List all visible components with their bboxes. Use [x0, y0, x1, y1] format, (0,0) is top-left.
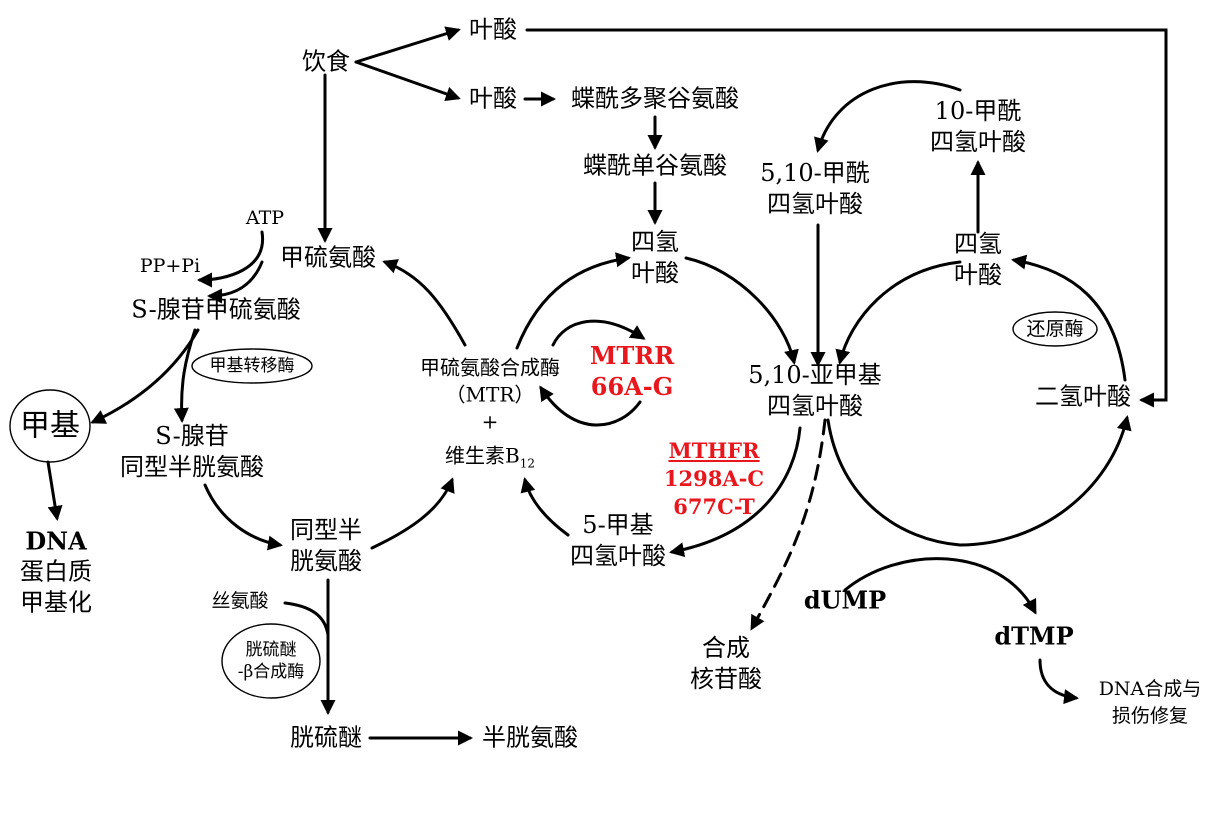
- arrow-diet-folate-top: [354, 26, 461, 64]
- node-dna-left: DNA 蛋白质 甲基化: [20, 526, 92, 619]
- node-dna-left-line2: 蛋白质: [20, 557, 92, 586]
- node-formyl-10-line1: 10-甲酰: [934, 97, 1022, 125]
- node-mtrr-line2: 66A-G: [590, 372, 674, 401]
- node-dna-repair-line2: 损伤修复: [1111, 705, 1188, 727]
- node-folate-mid: 叶酸: [469, 84, 517, 113]
- mt-ellipse: [191, 348, 313, 384]
- arrow-dtmp-dna: [1038, 658, 1079, 705]
- node-pppi: PP+Pi: [139, 255, 201, 277]
- node-formyl-10-line2: 四氢叶酸: [930, 128, 1026, 156]
- node-sah-line2: 同型半胱氨酸: [120, 453, 264, 481]
- node-hcy: 同型半 胱氨酸: [290, 515, 362, 577]
- node-pteroylpoly: 蝶酰多聚谷氨酸: [571, 84, 739, 113]
- arrow-mtr-met: [382, 259, 467, 347]
- node-reductase: 还原酶: [1026, 318, 1084, 340]
- node-mtr-line2: （MTR）: [445, 382, 535, 407]
- node-methylene: 5,10-亚甲基 四氢叶酸: [748, 360, 882, 422]
- node-nucleotide-line1: 合成: [702, 634, 750, 662]
- node-dna-left-line1: DNA: [25, 526, 87, 556]
- node-vitb12: 维生素B12: [445, 441, 535, 480]
- node-mthfr: MTHFR 1298A-C 677C-T: [664, 437, 764, 521]
- node-atp: ATP: [245, 207, 285, 229]
- arrow-sam-sah: [173, 328, 197, 423]
- arrow-dhf-to-thf: [1011, 254, 1127, 382]
- node-methyl-thf-line2: 四氢叶酸: [570, 542, 666, 570]
- node-sah: S-腺苷 同型半胱氨酸: [120, 421, 264, 483]
- arrow-methylthf-vitb12: [520, 477, 570, 537]
- node-pteroylmono: 蝶酰单谷氨酸: [583, 151, 727, 180]
- node-formyl-510-line2: 四氢叶酸: [766, 190, 863, 218]
- node-thf-left-line2: 叶酸: [631, 259, 679, 287]
- node-methylene-line1: 5,10-亚甲基: [748, 361, 882, 389]
- arrow-methylene-to-dhf: [826, 415, 1132, 547]
- arrow-mtrr-loop-b: [539, 385, 642, 427]
- arrow-formyl10-formyl510: [814, 80, 962, 153]
- node-mthfr-line2: 677C-T: [673, 494, 755, 519]
- node-met: 甲硫氨酸: [280, 243, 376, 272]
- node-thf-right: 四氢 叶酸: [954, 229, 1002, 291]
- arrow-atp-sam: [197, 230, 264, 288]
- node-hcy-line2: 胱氨酸: [290, 547, 362, 575]
- arrow-thf-to-methylene-right: [835, 260, 962, 365]
- node-cbs-line1: 胱硫醚: [245, 640, 297, 660]
- node-methyl-thf: 5-甲基 四氢叶酸: [570, 510, 666, 572]
- node-mtrr: MTRR 66A-G: [590, 340, 674, 402]
- arrow-serine: [283, 601, 330, 637]
- node-methyl-thf-line1: 5-甲基: [582, 511, 654, 539]
- arrow-mtrr-loop-a: [551, 319, 646, 347]
- node-hcy-line1: 同型半: [290, 516, 362, 544]
- node-mtr: 甲硫氨酸合成酶 （MTR） +: [420, 355, 560, 436]
- arrow-methyl-dna: [46, 460, 63, 521]
- node-formyl-510-line1: 5,10-甲酰: [760, 159, 870, 187]
- arrow-pppi: [207, 260, 264, 304]
- node-formyl-10: 10-甲酰 四氢叶酸: [930, 96, 1026, 158]
- node-formyl-510: 5,10-甲酰 四氢叶酸: [760, 158, 870, 220]
- node-mthfr-line1: 1298A-C: [663, 466, 765, 491]
- node-dtmp: dTMP: [994, 621, 1074, 651]
- arrow-mtr-to-thf: [515, 252, 631, 350]
- node-dump: dUMP: [803, 585, 887, 615]
- node-cysteine: 半胱氨酸: [482, 723, 578, 752]
- node-vitb12-text: 维生素B: [445, 443, 520, 468]
- node-mt: 甲基转移酶: [209, 356, 295, 376]
- cbs-ellipse: [221, 623, 321, 699]
- arrow-methylene-to-methylthf: [669, 426, 802, 558]
- node-sah-line1: S-腺苷: [155, 422, 229, 450]
- node-thf-left-line1: 四氢: [631, 228, 679, 256]
- node-cystathionine: 胱硫醚: [290, 723, 362, 752]
- node-methylene-line2: 四氢叶酸: [766, 392, 863, 420]
- node-vitb12-sub: 12: [519, 456, 535, 471]
- node-serine: 丝氨酸: [211, 590, 269, 612]
- methyl-node-circle: [9, 389, 91, 463]
- arrow-diet-folate-mid: [354, 60, 461, 102]
- node-thf-right-line2: 叶酸: [954, 261, 1002, 289]
- node-thf-left: 四氢 叶酸: [631, 227, 679, 289]
- node-dna-repair-line1: DNA合成与: [1098, 678, 1202, 700]
- node-dna-left-line3: 甲基化: [20, 588, 92, 617]
- arrow-dump-dtmp: [843, 557, 1037, 615]
- node-mtr-line3: +: [481, 409, 499, 434]
- reductase-ellipse: [1012, 311, 1098, 347]
- node-mtr-line1: 甲硫氨酸合成酶: [420, 355, 560, 380]
- node-cbs: 胱硫醚 -β合成酶: [238, 639, 305, 683]
- node-diet: 饮食: [302, 47, 350, 76]
- node-folate-top: 叶酸: [469, 15, 517, 44]
- node-mtrr-line1: MTRR: [589, 341, 675, 370]
- node-sam: S-腺苷甲硫氨酸: [131, 295, 301, 324]
- node-nucleotide: 合成 核苷酸: [690, 633, 762, 695]
- arrow-thf-to-methylene: [684, 256, 799, 365]
- node-dhf: 二氢叶酸: [1035, 382, 1131, 411]
- node-thf-right-line1: 四氢: [954, 230, 1002, 258]
- arrow-methylene-to-nucleotide: [750, 418, 827, 631]
- arrow-folate-to-dhf: [525, 28, 1168, 408]
- node-mthfr-title: MTHFR: [668, 438, 760, 463]
- arrow-sah-hcy: [203, 483, 283, 551]
- node-cbs-line2: -β合成酶: [237, 662, 305, 682]
- node-nucleotide-line2: 核苷酸: [690, 665, 762, 693]
- node-methyl: 甲基: [20, 408, 80, 444]
- node-dna-repair: DNA合成与 损伤修复: [1099, 676, 1202, 730]
- arrow-hcy-vitb12: [370, 477, 455, 550]
